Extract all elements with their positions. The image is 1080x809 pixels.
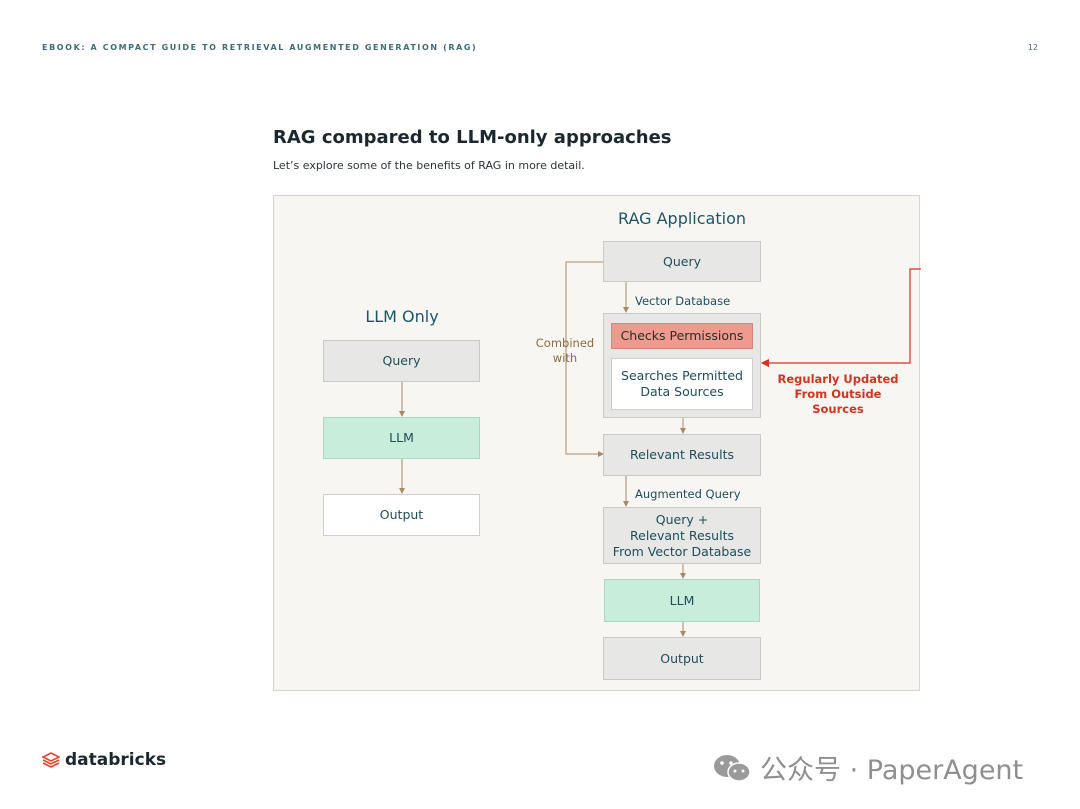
vector-database-label: Vector Database <box>635 294 731 308</box>
databricks-logo: databricks <box>42 750 166 770</box>
llm-only-llm-box: LLM <box>323 417 480 459</box>
section-title: RAG compared to LLM-only approaches <box>273 127 672 148</box>
searches-data-sources-box: Searches Permitted Data Sources <box>611 358 753 410</box>
augmented-query-box: Query + Relevant Results From Vector Dat… <box>603 507 761 564</box>
llm-only-output-box: Output <box>323 494 480 536</box>
relevant-results-box: Relevant Results <box>603 434 761 476</box>
updated-line-1: Regularly Updated <box>777 372 899 386</box>
databricks-logo-icon <box>42 752 60 768</box>
page-number: 12 <box>1027 43 1038 52</box>
llm-only-query-box: Query <box>323 340 480 382</box>
outside-sources-label: Regularly Updated From Outside Sources <box>768 372 908 417</box>
rag-query-box: Query <box>603 241 761 282</box>
section-subtitle: Let’s explore some of the benefits of RA… <box>273 159 585 172</box>
wechat-watermark: 公众号 · PaperAgent <box>712 748 1023 787</box>
rag-output-box: Output <box>603 637 761 680</box>
combined-line-1: Combined <box>535 336 595 350</box>
searches-line-2: Data Sources <box>640 384 724 399</box>
ebook-header-title: EBOOK: A COMPACT GUIDE TO RETRIEVAL AUGM… <box>42 43 478 52</box>
searches-line-1: Searches Permitted <box>621 368 743 383</box>
diagram-connectors <box>399 261 921 637</box>
wechat-icon <box>714 754 751 782</box>
augmented-query-label: Augmented Query <box>635 487 741 501</box>
watermark-text: 公众号 · PaperAgent <box>760 755 1024 786</box>
updated-line-2: From Outside Sources <box>794 387 882 416</box>
llm-only-title: LLM Only <box>365 307 439 326</box>
combined-line-2: with <box>552 351 578 365</box>
arrow-combined-with <box>565 261 604 457</box>
rag-comparison-diagram: LLM Only Query LLM Output RAG Applicatio… <box>273 195 921 691</box>
augmented-line-2: Relevant Results <box>630 527 734 543</box>
databricks-logo-text: databricks <box>65 750 167 770</box>
augmented-line-3: From Vector Database <box>612 543 752 559</box>
rag-llm-box: LLM <box>604 579 760 622</box>
rag-application-title: RAG Application <box>617 209 746 228</box>
augmented-line-1: Query + <box>655 511 709 527</box>
combined-with-label: Combined with <box>530 336 600 366</box>
checks-permissions-box: Checks Permissions <box>611 323 753 349</box>
arrow-outside-sources <box>760 268 921 368</box>
vector-database-group: Checks Permissions Searches Permitted Da… <box>603 313 761 418</box>
